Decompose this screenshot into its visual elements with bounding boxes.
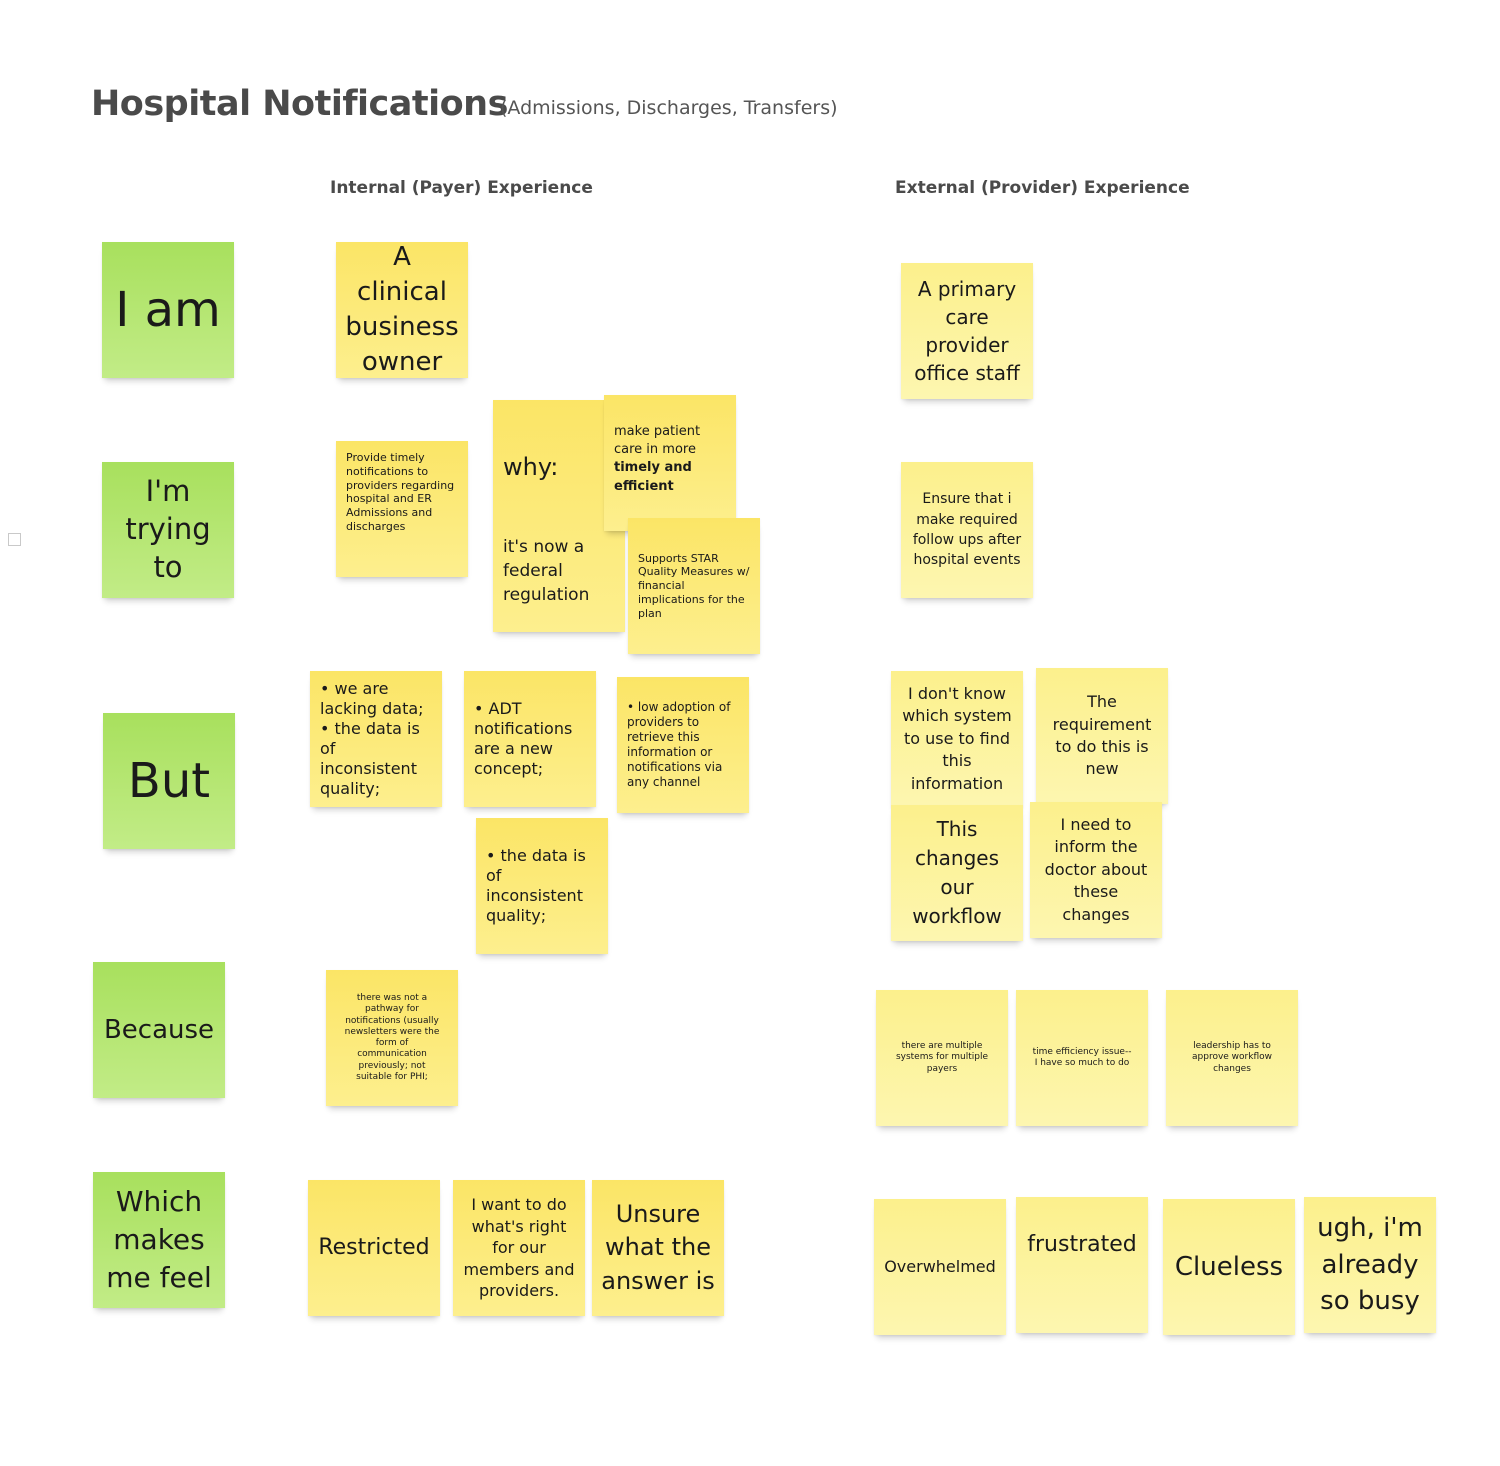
internal-but-sticky-1[interactable]: • we are lacking data; • the data is of … (310, 671, 442, 807)
external-but-sticky-2[interactable]: The requirement to do this is new (1036, 668, 1168, 804)
external-feel-so-busy[interactable]: ugh, i'm already so busy (1304, 1197, 1436, 1333)
internal-but-sticky-3[interactable]: • low adoption of providers to retrieve … (617, 677, 749, 813)
internal-why-patient-care-sticky[interactable]: make patient care in more timely and eff… (604, 395, 736, 531)
board-subtitle: (Admissions, Discharges, Transfers) (500, 97, 838, 119)
internal-feel-do-whats-right[interactable]: I want to do what's right for our member… (453, 1180, 585, 1316)
internal-feel-restricted[interactable]: Restricted (308, 1180, 440, 1316)
internal-because-sticky[interactable]: there was not a pathway for notification… (326, 970, 458, 1106)
row-label-because[interactable]: Because (93, 962, 225, 1098)
internal-feel-unsure[interactable]: Unsure what the answer is (592, 1180, 724, 1316)
why-regulation-text: it's now a federal regulation (503, 537, 590, 605)
external-but-sticky-3[interactable]: This changes our workflow (891, 805, 1023, 941)
internal-but-sticky-2[interactable]: • ADT notifications are a new concept; (464, 671, 596, 807)
internal-why-sticky[interactable]: why: it's now a federal regulation (493, 400, 625, 632)
board-title: Hospital Notifications (91, 84, 508, 124)
external-because-sticky-1[interactable]: there are multiple systems for multiple … (876, 990, 1008, 1126)
external-because-sticky-2[interactable]: time efficiency issue--I have so much to… (1016, 990, 1148, 1126)
internal-trying-sticky[interactable]: Provide timely notifications to provider… (336, 441, 468, 577)
external-feel-clueless[interactable]: Clueless (1163, 1199, 1295, 1335)
internal-i-am-sticky[interactable]: A clinical business owner (336, 242, 468, 378)
why-label: why: (503, 453, 559, 481)
external-feel-frustrated[interactable]: frustrated (1016, 1197, 1148, 1333)
external-i-am-sticky[interactable]: A primary care provider office staff (901, 263, 1033, 399)
external-trying-sticky[interactable]: Ensure that i make required follow ups a… (901, 462, 1033, 598)
external-column-heading: External (Provider) Experience (895, 178, 1190, 198)
internal-star-measures-sticky[interactable]: Supports STAR Quality Measures w/ financ… (628, 518, 760, 654)
internal-column-heading: Internal (Payer) Experience (330, 178, 593, 198)
external-but-sticky-1[interactable]: I don't know which system to use to find… (891, 671, 1023, 807)
external-because-sticky-3[interactable]: leadership has to approve workflow chang… (1166, 990, 1298, 1126)
internal-but-sticky-4[interactable]: • the data is of inconsistent quality; (476, 818, 608, 954)
external-feel-overwhelmed[interactable]: Overwhelmed (874, 1199, 1006, 1335)
patient-care-text: make patient care in more (614, 424, 701, 458)
patient-care-bold-text: timely and efficient (614, 460, 692, 494)
selection-handle-icon[interactable] (8, 533, 21, 546)
row-label-but[interactable]: But (103, 713, 235, 849)
row-label-makes-me-feel[interactable]: Which makes me feel (93, 1172, 225, 1308)
row-label-trying-to[interactable]: I'm trying to (102, 462, 234, 598)
row-label-i-am[interactable]: I am (102, 242, 234, 378)
external-but-sticky-4[interactable]: I need to inform the doctor about these … (1030, 802, 1162, 938)
